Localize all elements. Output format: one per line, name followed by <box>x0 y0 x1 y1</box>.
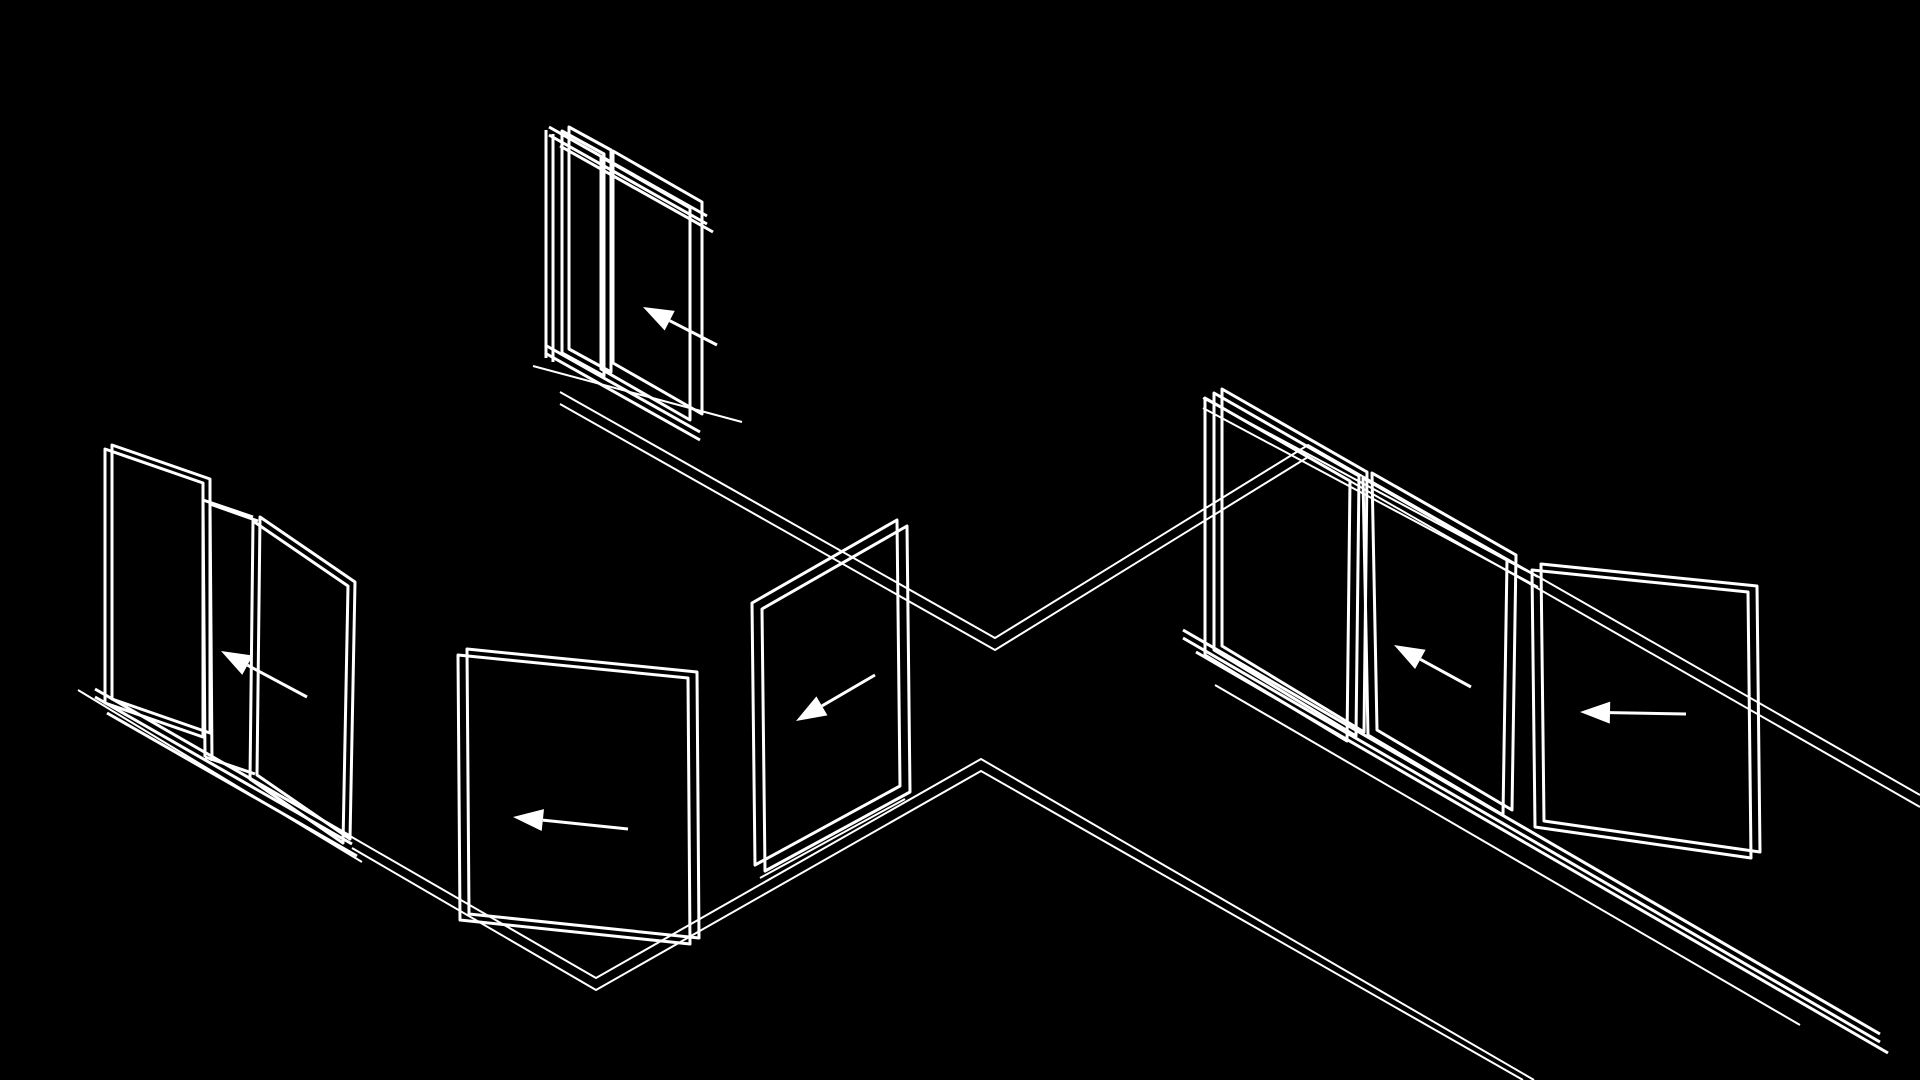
top-bay-slide-arrow-head <box>643 307 675 331</box>
left-bay-panel-3 <box>248 519 350 845</box>
right-bay-panel-3-back-1 <box>1539 562 1762 854</box>
top-bay-panel-1-back-1 <box>567 125 613 374</box>
left-bay-panel-3-back-1 <box>255 515 357 841</box>
right-bay-panel-1-back-1 <box>1212 391 1361 738</box>
left-bay-panel-2-top-a <box>202 498 254 519</box>
top-bay-sill-thin <box>532 365 743 423</box>
center-panel-a-back-1 <box>465 647 701 940</box>
panel-b-underline <box>759 798 906 879</box>
panel-b-slide-arrow-head <box>796 696 828 721</box>
left-track-thin <box>77 689 363 863</box>
top-bay-sill-2 <box>544 351 701 442</box>
left-bay-panel-2-top-b <box>209 502 259 523</box>
left-track-band-3 <box>106 711 358 858</box>
right-bottom-band-3 <box>1195 650 1889 1055</box>
right-bay-panel-1-back-2 <box>1220 387 1369 734</box>
center-panel-a <box>456 653 692 946</box>
right-bay-slide-arrow-2-head <box>1580 701 1611 724</box>
left-track-band-2 <box>94 695 353 846</box>
left-bay-slide-arrow-shaft <box>246 663 308 699</box>
right-bay-panel-2-back-1 <box>1370 471 1518 812</box>
left-bay-panel-2-left-b <box>208 503 214 762</box>
right-top-rail-a <box>1202 397 1539 578</box>
right-bottom-thin <box>1214 684 1801 1026</box>
right-bottom-band-1 <box>1182 628 1881 1036</box>
top-bay-header-1 <box>548 125 708 218</box>
top-bay-slide-arrow-shaft <box>669 319 718 347</box>
panel-a-slide-arrow-head <box>513 809 544 832</box>
left-bay-slide-arrow-head <box>221 651 253 675</box>
top-bay-sill-1 <box>544 343 701 434</box>
right-bay-slide-arrow-1-head <box>1394 645 1426 670</box>
right-top-rail-b <box>1202 407 1539 588</box>
track-2-a <box>349 758 1535 1080</box>
top-bay-header-2 <box>548 133 708 226</box>
center-panel-b-back-1 <box>760 524 912 873</box>
center-panel-b <box>750 518 902 867</box>
top-bay-panel-2-back-1 <box>611 149 704 416</box>
right-bay-panel-3 <box>1530 568 1753 860</box>
left-bay-panel-1 <box>103 447 205 739</box>
right-bay-slide-arrow-2-shaft <box>1609 711 1687 716</box>
panel-b-slide-arrow-shaft <box>821 673 876 708</box>
left-bay-panel-2-left-a <box>201 499 207 758</box>
track-1-b <box>559 403 1920 808</box>
left-bay-panel-1-back-1 <box>110 443 212 735</box>
panel-a-slide-arrow-shaft <box>542 818 629 831</box>
right-bottom-band-2 <box>1182 636 1881 1044</box>
top-bay-panel-1 <box>560 129 606 378</box>
track-2-b <box>351 770 1524 1080</box>
track-1-a <box>559 391 1920 796</box>
left-track-band-1 <box>94 687 351 838</box>
right-bay-slide-arrow-1-shaft <box>1419 658 1472 689</box>
top-bay-header-3 <box>559 144 714 234</box>
